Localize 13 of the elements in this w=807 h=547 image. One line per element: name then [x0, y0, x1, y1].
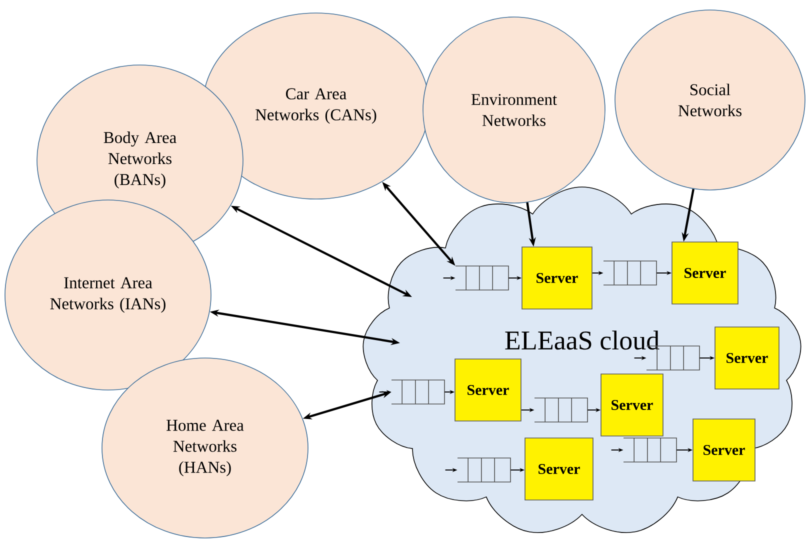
- queue-drawing: [623, 438, 677, 462]
- queue-drawing: [603, 260, 657, 286]
- queue-drawing: [455, 266, 509, 290]
- queue-drawing: [534, 398, 588, 422]
- server-box: Server: [454, 358, 522, 422]
- server-box: Server: [524, 438, 594, 500]
- server-box: Server: [672, 242, 738, 304]
- server-box: Server: [692, 418, 756, 482]
- server-box: Server: [714, 326, 780, 390]
- queue-drawing: [391, 380, 445, 404]
- queue-drawing: [457, 458, 511, 482]
- server-box: Server: [600, 374, 664, 436]
- server-box: Server: [522, 246, 592, 310]
